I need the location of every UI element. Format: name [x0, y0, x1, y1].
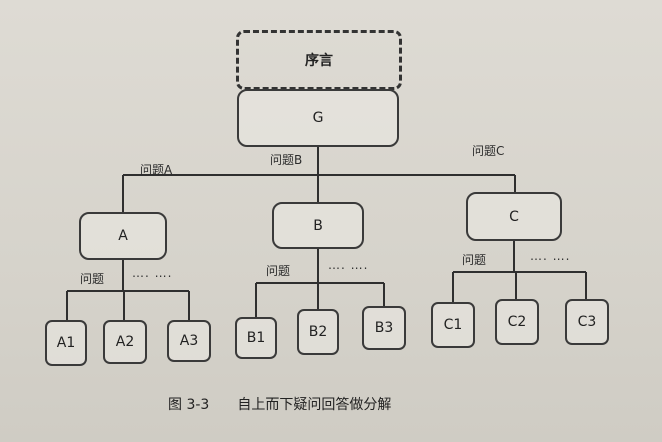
sub-label-c: 问题	[462, 253, 487, 267]
root-node-g: G	[237, 89, 399, 147]
leaf-node-b3: B3	[362, 306, 406, 350]
ellipsis-b: …. ….	[328, 258, 369, 272]
figure-caption: 图 3-3 自上而下疑问回答做分解	[168, 394, 391, 414]
figure-number: 图 3-3	[168, 397, 210, 413]
leaf-node-a3: A3	[167, 320, 211, 362]
leaf-node-c2-label: C2	[507, 314, 527, 330]
leaf-node-c3: C3	[565, 299, 609, 345]
leaf-node-a2: A2	[103, 320, 147, 364]
child-node-b-label: B	[313, 217, 323, 234]
leaf-node-c1-label: C1	[443, 317, 463, 333]
child-node-c-label: C	[509, 208, 519, 225]
branch-label-c: 问题C	[472, 144, 505, 158]
child-node-a-label: A	[118, 228, 128, 244]
leaf-node-b2-label: B2	[308, 324, 328, 340]
branch-label-b: 问题B	[270, 153, 303, 167]
preface-node: 序言	[236, 30, 402, 90]
figure-title: 自上而下疑问回答做分解	[237, 397, 392, 413]
leaf-node-a3-label: A3	[179, 333, 199, 349]
preface-node-label: 序言	[305, 53, 333, 69]
root-node-label: G	[312, 110, 324, 126]
branch-label-a: 问题A	[140, 163, 173, 177]
leaf-node-c1: C1	[431, 302, 475, 348]
leaf-node-a2-label: A2	[115, 334, 135, 350]
sub-label-a: 问题	[80, 272, 105, 286]
leaf-node-b1-label: B1	[246, 330, 266, 346]
sub-label-b: 问题	[266, 264, 291, 278]
leaf-node-b2: B2	[297, 309, 339, 355]
leaf-node-b3-label: B3	[374, 320, 394, 336]
child-node-b: B	[272, 202, 364, 249]
ellipsis-a: …. ….	[132, 266, 173, 280]
leaf-node-c3-label: C3	[577, 314, 597, 330]
leaf-node-c2: C2	[495, 299, 539, 345]
leaf-node-b1: B1	[235, 317, 277, 359]
child-node-a: A	[79, 212, 167, 260]
ellipsis-c: …. ….	[530, 249, 571, 263]
child-node-c: C	[466, 192, 562, 241]
leaf-node-a1: A1	[45, 320, 87, 366]
leaf-node-a1-label: A1	[56, 335, 76, 351]
